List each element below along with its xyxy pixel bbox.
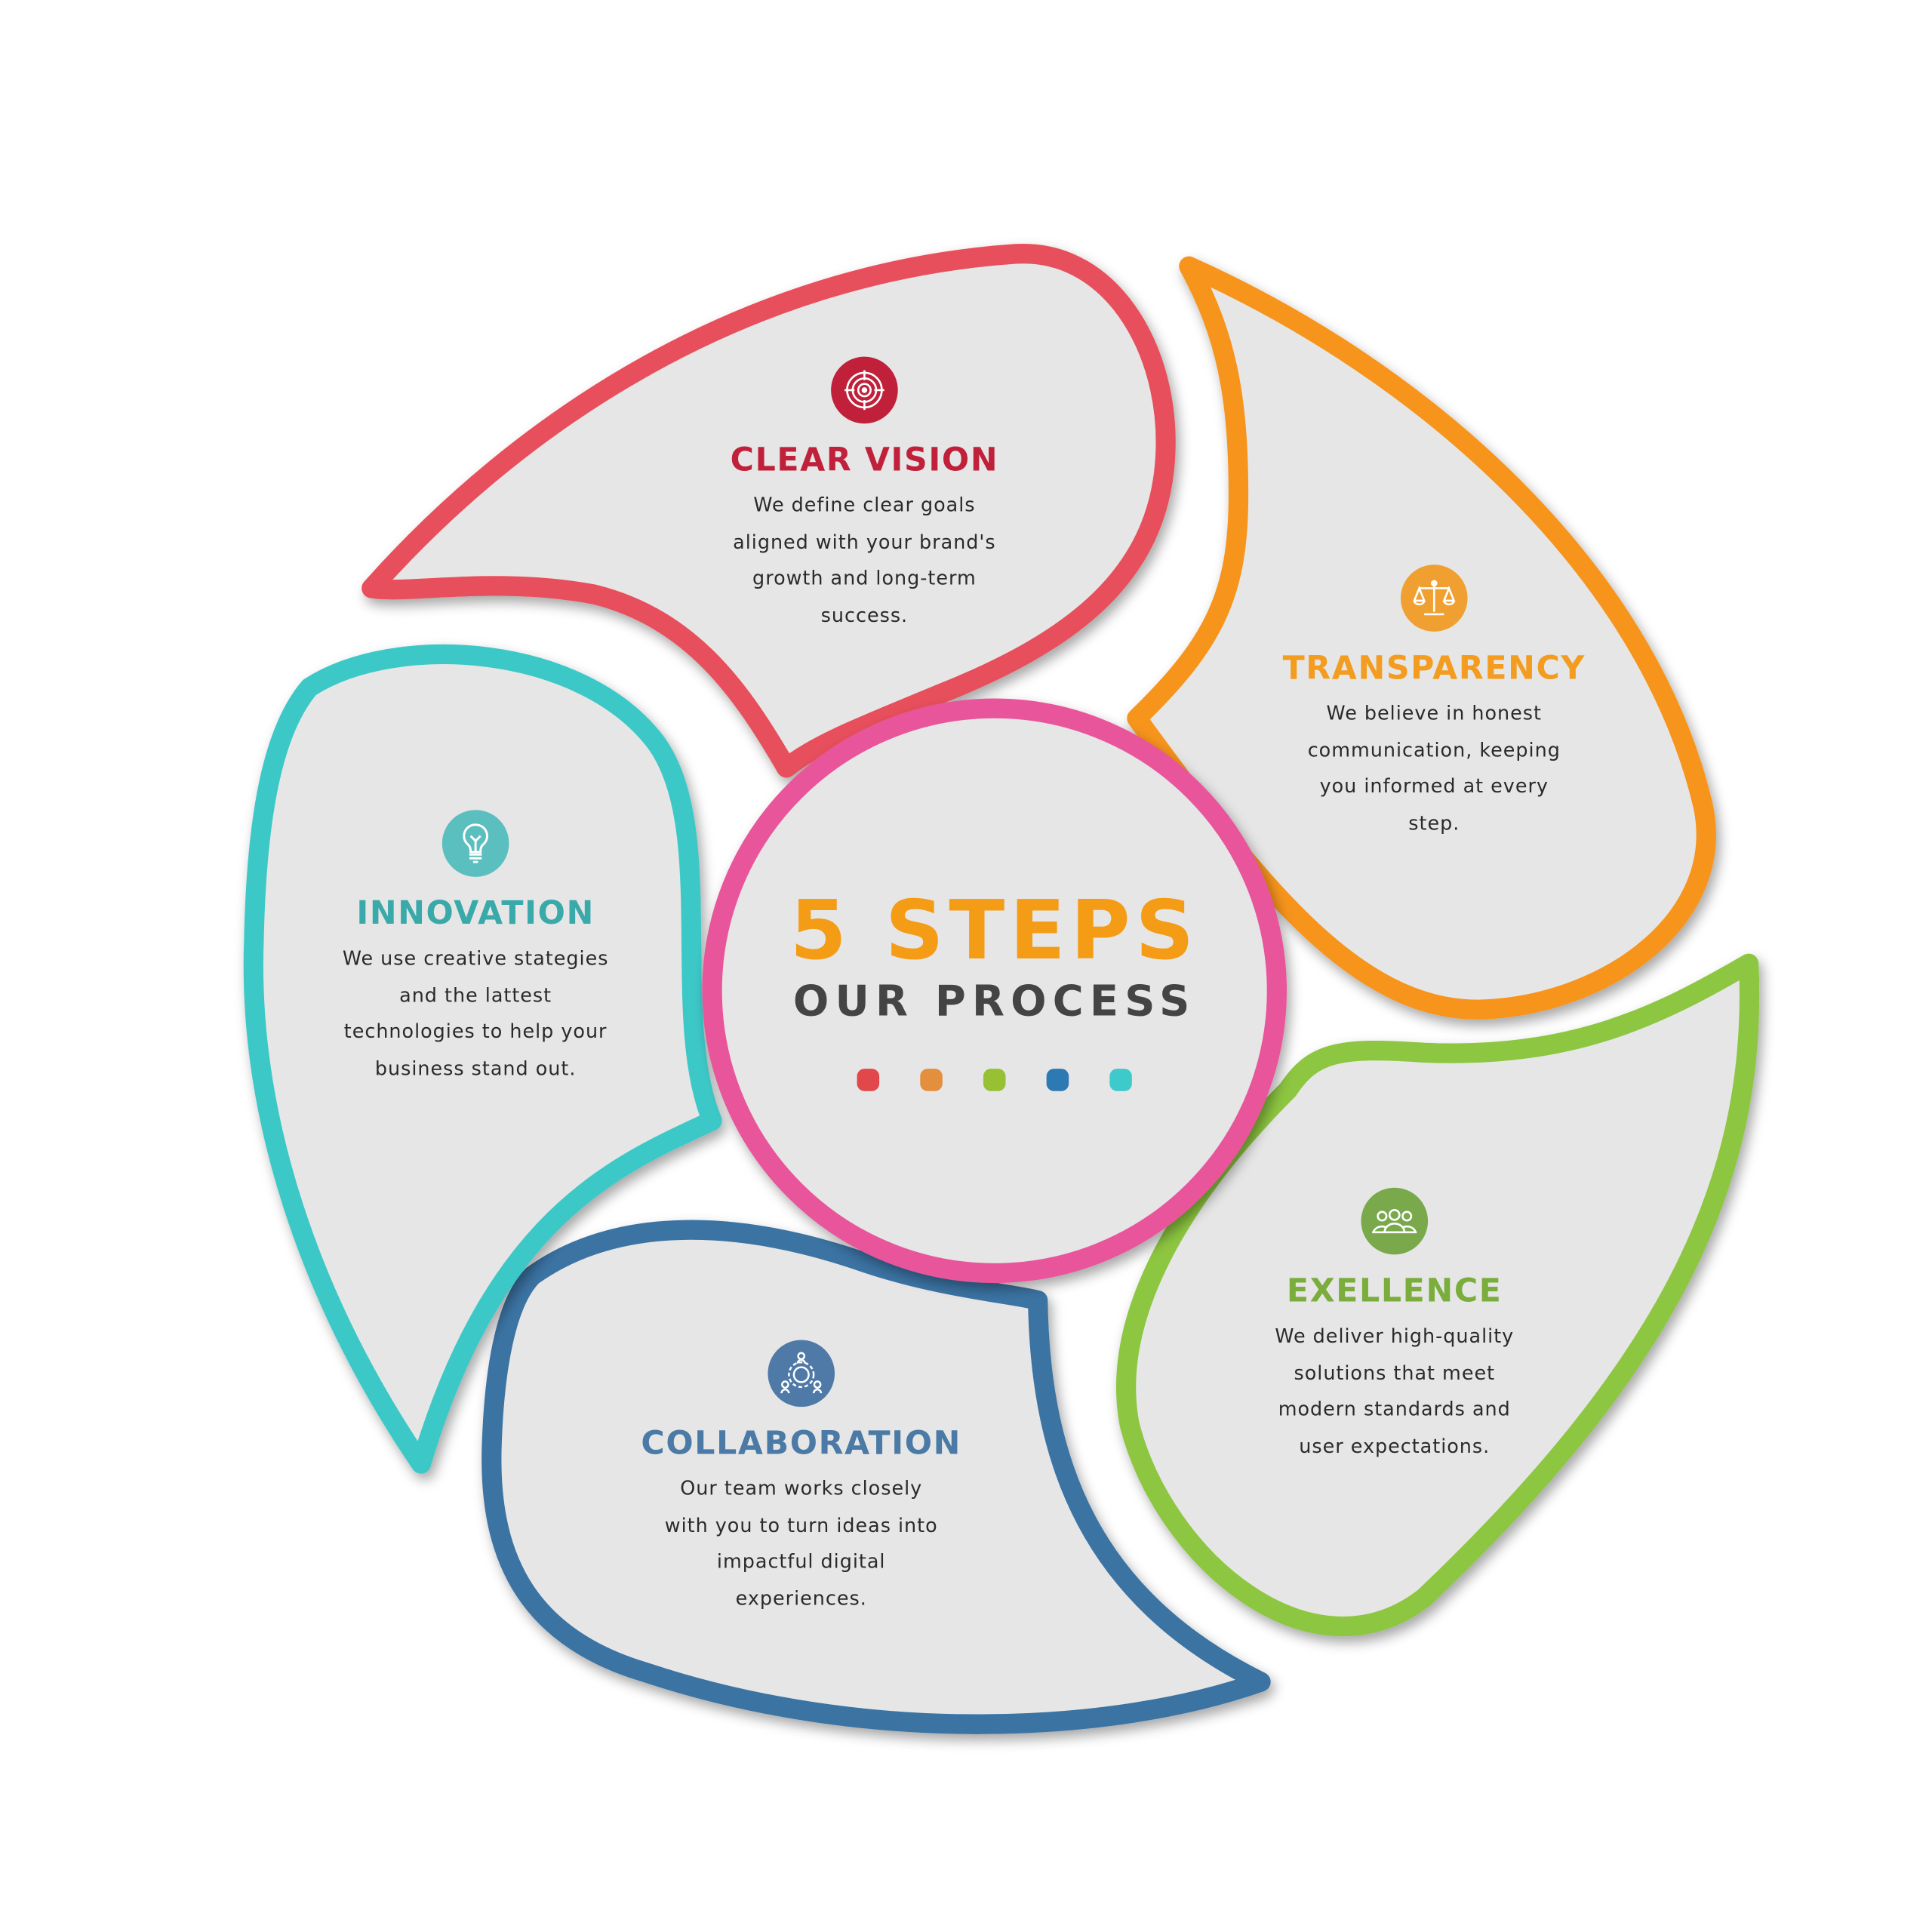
transparency-shape [1127, 256, 1716, 1020]
step-title: EXELLENCE [1286, 1272, 1503, 1311]
center-label: 5 STEPS OUR PROCESS [784, 883, 1205, 1091]
scales-icon [1400, 565, 1468, 632]
team-icon [1361, 1187, 1429, 1255]
step-title: CLEAR VISION [730, 441, 999, 480]
lightbulb-icon [441, 810, 509, 877]
center-circle [702, 698, 1287, 1284]
color-dots [784, 1069, 1205, 1091]
collaboration-gear-icon [768, 1340, 835, 1407]
headline: 5 STEPS [789, 883, 1199, 979]
dot-red [857, 1069, 880, 1091]
collaboration-shape [481, 1220, 1271, 1734]
dot-green [983, 1069, 1006, 1091]
subheadline: OUR PROCESS [792, 977, 1196, 1027]
target-icon [831, 356, 898, 424]
dot-orange [920, 1069, 943, 1091]
step-title: INNOVATION [356, 895, 595, 933]
clear-vision-shape [361, 244, 1176, 778]
innovation-shape [243, 644, 722, 1474]
exellence-shape [1116, 953, 1760, 1637]
step-title: COLLABORATION [641, 1425, 962, 1463]
dot-blue [1046, 1069, 1069, 1091]
dot-cyan [1109, 1069, 1132, 1091]
step-title: TRANSPARENCY [1282, 650, 1586, 688]
